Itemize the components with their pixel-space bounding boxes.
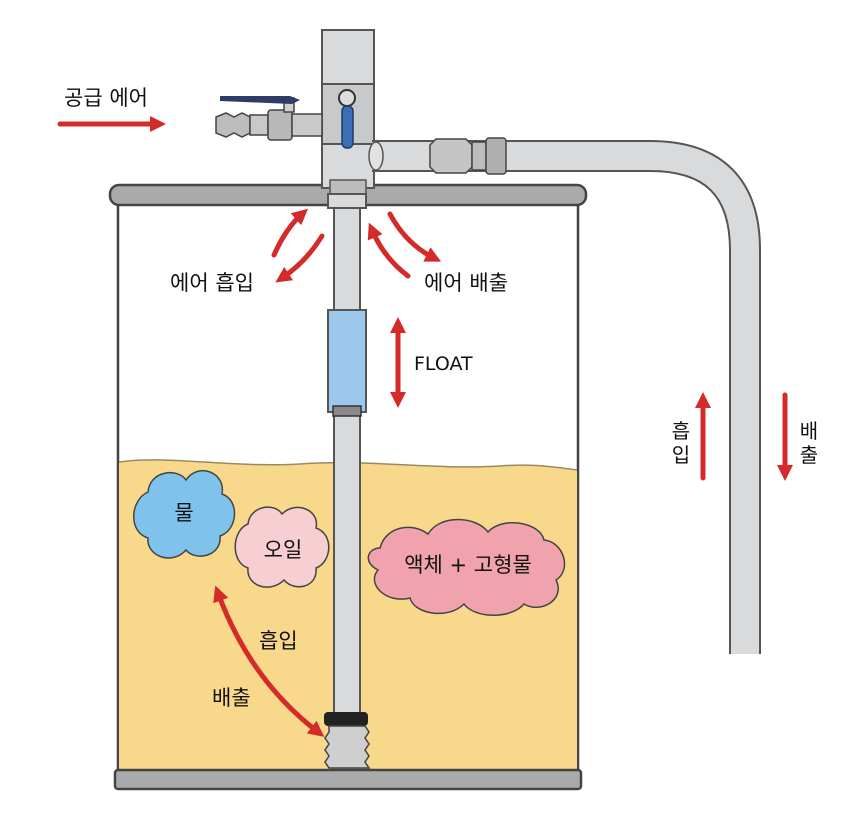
oil-blob: 오일 — [234, 506, 330, 588]
outlet-pipe — [368, 137, 761, 654]
pipe-discharge-label-2: 출 — [800, 443, 818, 467]
water-blob: 물 — [133, 469, 236, 559]
air-exhaust-arrow-out — [387, 211, 442, 262]
tank-base — [113, 768, 583, 791]
pump-tube — [324, 204, 371, 769]
bottom-flow-arrow — [213, 585, 325, 737]
air-exhaust-label: 에어 배출 — [424, 271, 508, 295]
supply-air-label: 공급 에어 — [64, 86, 148, 110]
discharge-label: 배출 — [212, 686, 251, 710]
liquid-solids-label: 액체 + 고형물 — [404, 553, 532, 577]
air-intake-arrow-out — [275, 233, 325, 283]
air-intake-label: 에어 흡입 — [170, 271, 254, 295]
float — [327, 309, 367, 413]
liquid-surface-line — [118, 459, 578, 471]
water-label: 물 — [174, 501, 193, 525]
air-intake-arrow-in — [271, 208, 309, 258]
oil-label: 오일 — [264, 538, 303, 562]
pipe-discharge-label-1: 배 — [800, 419, 818, 443]
air-exhaust-arrow-in — [367, 222, 411, 279]
pipe-suction-label-2: 입 — [672, 443, 690, 467]
suction-label: 흡입 — [259, 629, 298, 653]
pump-head — [321, 29, 375, 209]
float-label: FLOAT — [414, 353, 473, 375]
pipe-suction-label-1: 흡 — [672, 419, 690, 443]
suction-bellows — [324, 712, 371, 769]
gauge-icon — [338, 89, 356, 107]
liquid-solids-blob: 액체 + 고형물 — [367, 518, 566, 616]
arrows — [57, 115, 794, 737]
air-inlet-valve[interactable] — [215, 96, 323, 141]
valve-handle[interactable] — [220, 96, 300, 104]
